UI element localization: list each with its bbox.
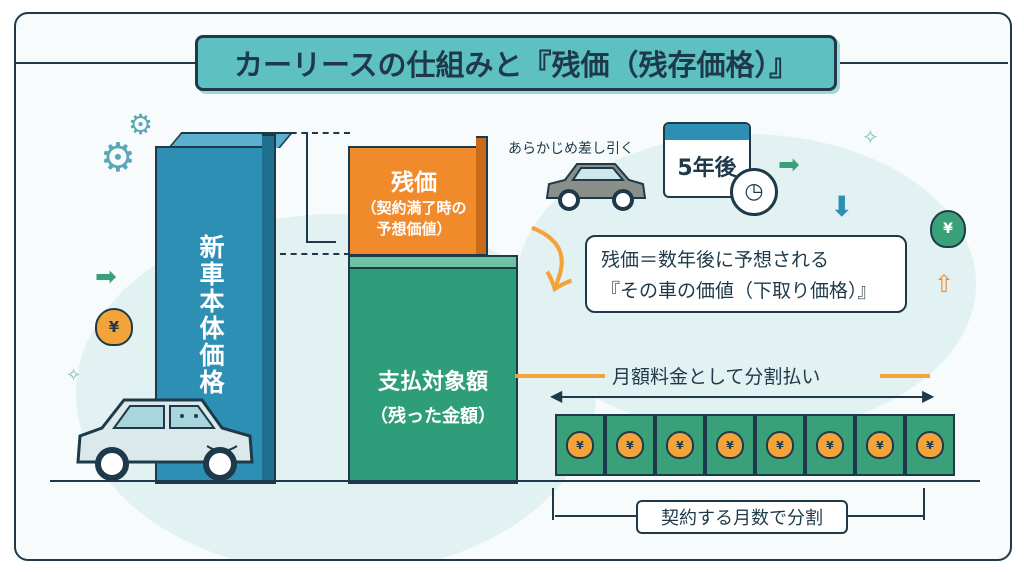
guide-line [306, 132, 308, 242]
guide-line [280, 253, 350, 255]
residual-sub: （契約満了時の [361, 199, 467, 217]
smiling-car-icon [76, 398, 254, 481]
clock-icon: ◷ [730, 168, 778, 216]
callout-line: 残価＝数年後に予想される [601, 249, 830, 271]
arrow-right-icon: ➡ [778, 150, 800, 180]
arrow-right-icon: ➡ [95, 262, 117, 292]
money-bag-icon: ¥ [666, 431, 694, 459]
gear-icon: ⚙ [100, 135, 136, 181]
money-bag-icon: ¥ [866, 431, 894, 459]
money-bag-icon: ¥ [766, 431, 794, 459]
guide-line [280, 132, 350, 134]
payment-box: 支払対象額 （残った金額） [348, 267, 518, 484]
monthly-payment-block: ¥ [855, 414, 905, 476]
monthly-payment-block: ¥ [555, 414, 605, 476]
arrow-up-icon: ⇧ [934, 270, 955, 298]
new-car-price-label: 新車本体価格 [196, 234, 225, 396]
monthly-payment-block: ¥ [905, 414, 955, 476]
gear-icon: ⚙ [128, 108, 154, 141]
money-bag-icon: ¥ [566, 431, 594, 459]
blue-box-side [262, 134, 276, 484]
arrow-down-icon: ⬇ [830, 190, 854, 223]
span-arrow [555, 396, 930, 398]
money-bag-icon: ¥ [95, 308, 135, 348]
payment-sub: （残った金額） [370, 405, 496, 427]
monthly-payment-block: ¥ [755, 414, 805, 476]
money-bag-icon: ¥ [616, 431, 644, 459]
page-title: カーリースの仕組みと『残価（残存価格）』 [195, 35, 837, 91]
monthly-payment-block: ¥ [605, 414, 655, 476]
arrow-right-icon: ▶ [922, 386, 935, 405]
deduct-label: あらかじめ差し引く [508, 141, 634, 157]
months-label: 契約する月数で分割 [661, 508, 823, 529]
calendar-label: 5年後 [677, 156, 737, 181]
guide-arrow [306, 241, 336, 243]
monthly-payment-block: ¥ [805, 414, 855, 476]
residual-title: 残価 [391, 170, 437, 196]
title-rule-left [14, 62, 195, 64]
residual-box-side [476, 136, 488, 256]
money-bag-icon: ¥ [716, 431, 744, 459]
monthly-payment-block: ¥ [655, 414, 705, 476]
arrow-left-icon: ◀ [550, 386, 563, 405]
money-bag-icon: ¥ [930, 210, 970, 250]
money-bag-icon: ¥ [816, 431, 844, 459]
callout-line: 『その車の価値（下取り価格）』 [601, 280, 877, 302]
residual-box: 残価 （契約満了時の 予想価値） [348, 146, 480, 256]
sparkle-icon: ✧ [66, 365, 82, 386]
orange-connector [880, 374, 930, 378]
monthly-label: 月額料金として分割払い [612, 366, 821, 388]
months-label-box: 契約する月数で分割 [636, 500, 848, 534]
money-bag-icon: ¥ [916, 431, 944, 459]
callout-box: 残価＝数年後に予想される 『その車の価値（下取り価格）』 [585, 235, 907, 313]
residual-sub: 予想価値） [376, 220, 452, 238]
tick [552, 488, 554, 520]
title-rule-right [834, 62, 1008, 64]
payment-title: 支払対象額 [377, 369, 488, 395]
ground-line [50, 480, 980, 482]
orange-connector [515, 374, 605, 378]
monthly-payment-block: ¥ [705, 414, 755, 476]
monthly-bags-row: ¥ ¥ ¥ ¥ ¥ ¥ ¥ ¥ [555, 414, 955, 476]
sparkle-icon: ✧ [862, 125, 879, 149]
car-icon [545, 163, 647, 211]
tick [923, 488, 925, 520]
